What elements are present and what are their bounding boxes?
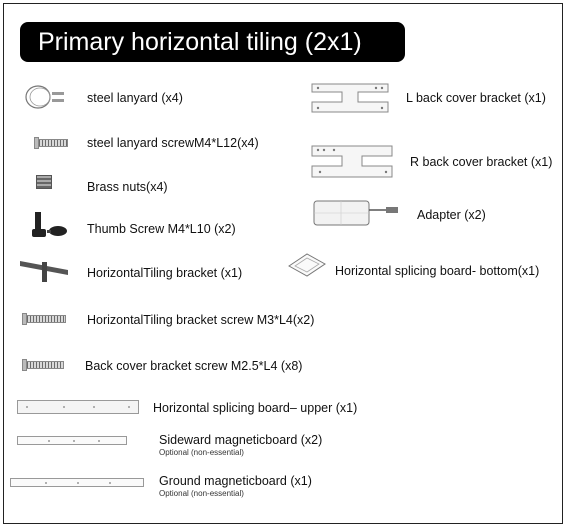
ground-board-item: Ground magneticboard (x1) Optional (non-… (159, 474, 312, 499)
sideward-board-note: Optional (non-essential) (159, 448, 244, 457)
sideward-board-icon (17, 436, 127, 445)
adapter-label: Adapter (x2) (417, 208, 486, 222)
brass-nuts-label: Brass nuts(x4) (87, 180, 168, 194)
ground-board-label: Ground magneticboard (x1) (159, 474, 312, 488)
r-bracket-label: R back cover bracket (x1) (410, 155, 553, 169)
brass-nut-icon (36, 175, 52, 189)
adapter-icon (313, 200, 398, 226)
l-bracket-label: L back cover bracket (x1) (406, 91, 546, 105)
cover-screw-label: Back cover bracket screw M2.5*L4 (x8) (85, 359, 303, 373)
bracket-screw-icon (22, 313, 66, 325)
bottom-board-icon (288, 253, 326, 277)
lanyard-screw-icon (34, 137, 68, 149)
lanyard-screw-label: steel lanyard screwM4*L12(x4) (87, 136, 259, 150)
ground-board-note: Optional (non-essential) (159, 489, 244, 498)
bottom-board-label: Horizontal splicing board- bottom(x1) (335, 264, 540, 278)
page-title: Primary horizontal tiling (2x1) (20, 22, 405, 62)
r-bracket-icon (311, 145, 393, 178)
steel-lanyard-label: steel lanyard (x4) (87, 91, 183, 105)
tiling-bracket-icon (20, 261, 68, 282)
upper-board-icon (17, 400, 139, 414)
sideward-board-item: Sideward magneticboard (x2) Optional (no… (159, 433, 322, 458)
l-bracket-icon (311, 83, 389, 113)
upper-board-label: Horizontal splicing board– upper (x1) (153, 401, 358, 415)
thumb-screw-label: Thumb Screw M4*L10 (x2) (87, 222, 236, 236)
tiling-bracket-label: HorizontalTiling bracket (x1) (87, 266, 243, 280)
ground-board-icon (10, 478, 144, 487)
thumb-screw-icon (32, 212, 67, 237)
cover-screw-icon (22, 359, 64, 371)
sideward-board-label: Sideward magneticboard (x2) (159, 433, 323, 447)
bracket-screw-label: HorizontalTiling bracket screw M3*L4(x2) (87, 313, 315, 327)
steel-lanyard-icon (25, 85, 64, 109)
